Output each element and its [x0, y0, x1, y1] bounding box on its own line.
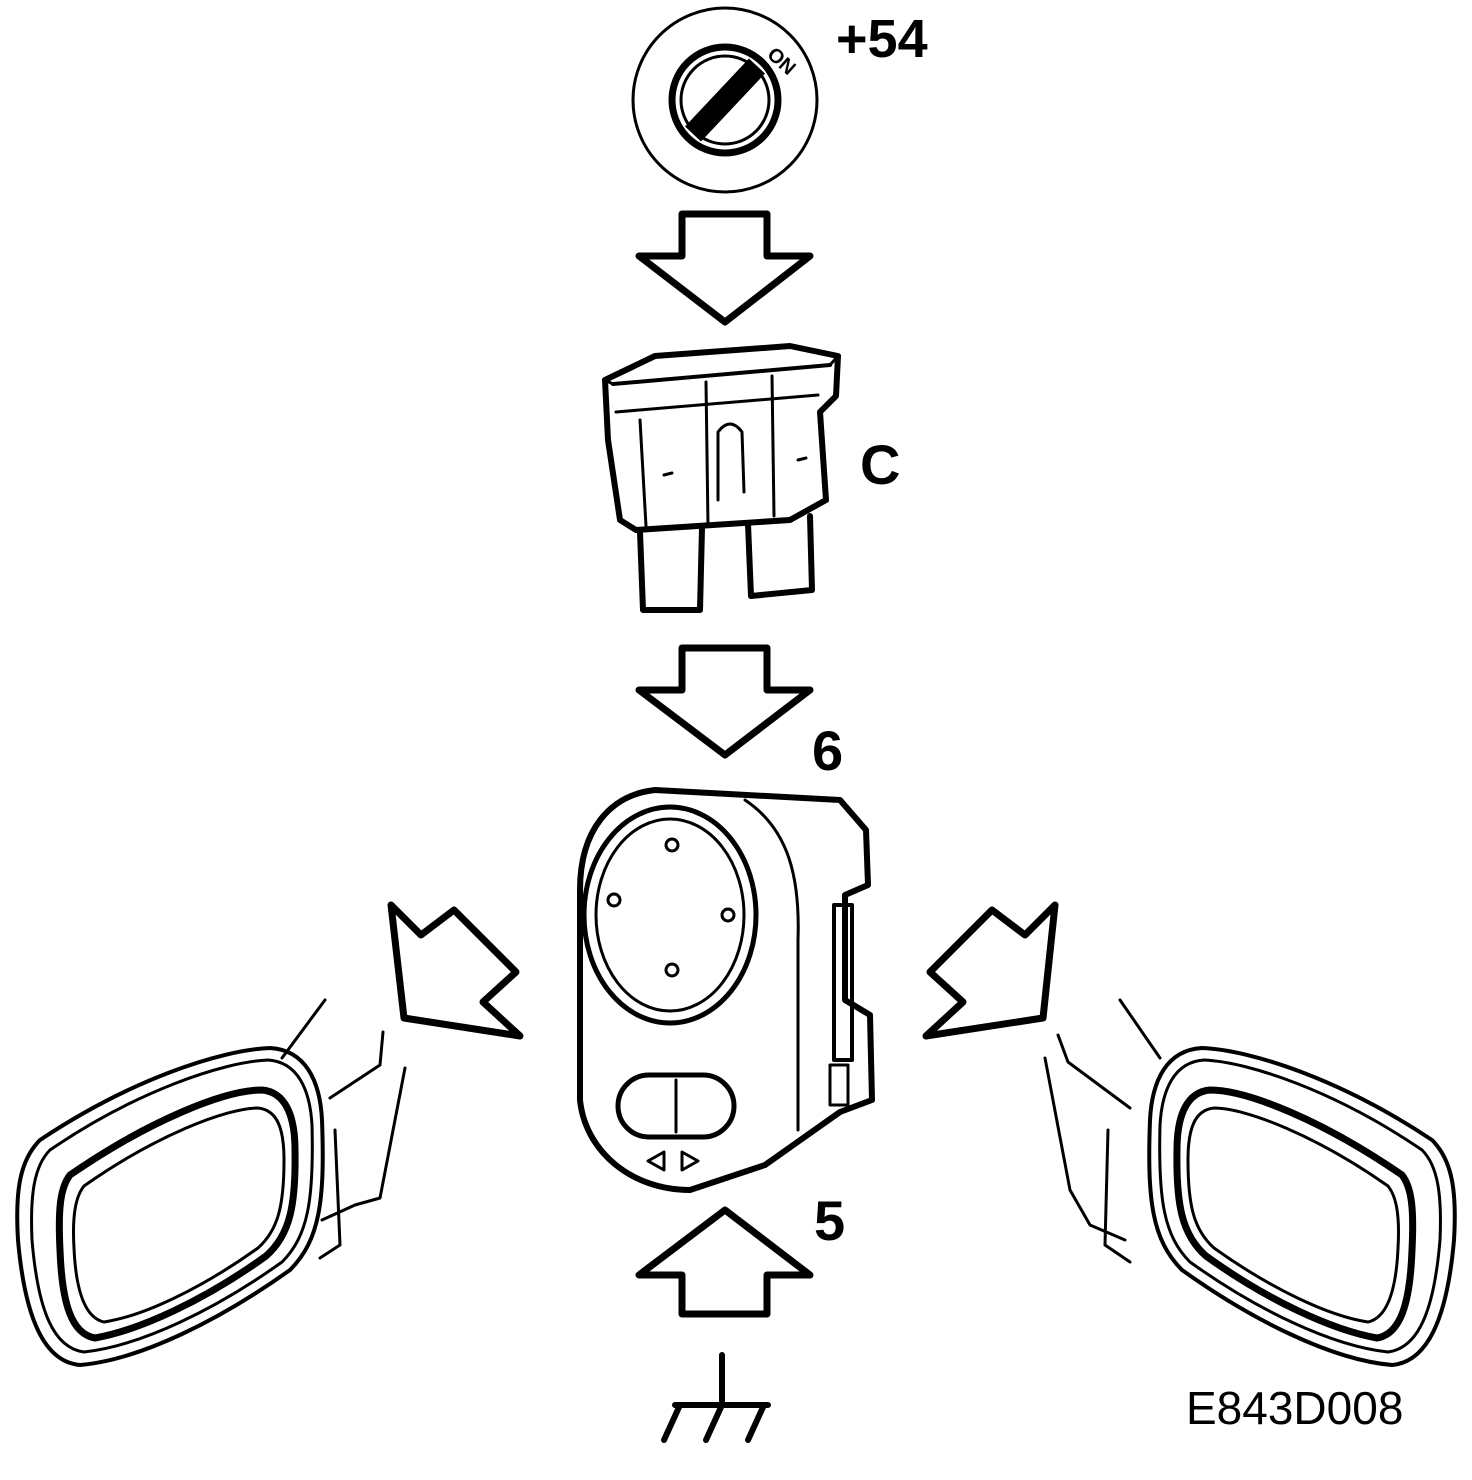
fuse-label: C — [860, 433, 900, 496]
door-mirror-left-icon — [15, 998, 407, 1367]
flow-arrow-right-mirror — [922, 901, 1059, 1040]
flow-arrow-down-2 — [635, 644, 814, 759]
flow-arrow-left-mirror — [387, 901, 524, 1040]
supply-label: +54 — [836, 9, 928, 69]
reference-code: E843D008 — [1186, 1382, 1403, 1434]
switch-pin-6-label: 6 — [812, 719, 843, 782]
switch-pin-5-label: 5 — [814, 1189, 845, 1252]
mirror-control-switch-icon — [577, 787, 875, 1193]
ground-symbol-icon — [661, 1352, 771, 1443]
flow-arrow-down-1 — [635, 210, 814, 326]
blade-fuse-icon — [602, 343, 841, 613]
flow-arrow-up — [635, 1206, 814, 1318]
door-mirror-right-icon — [1043, 998, 1457, 1367]
ignition-switch-icon — [631, 6, 819, 194]
